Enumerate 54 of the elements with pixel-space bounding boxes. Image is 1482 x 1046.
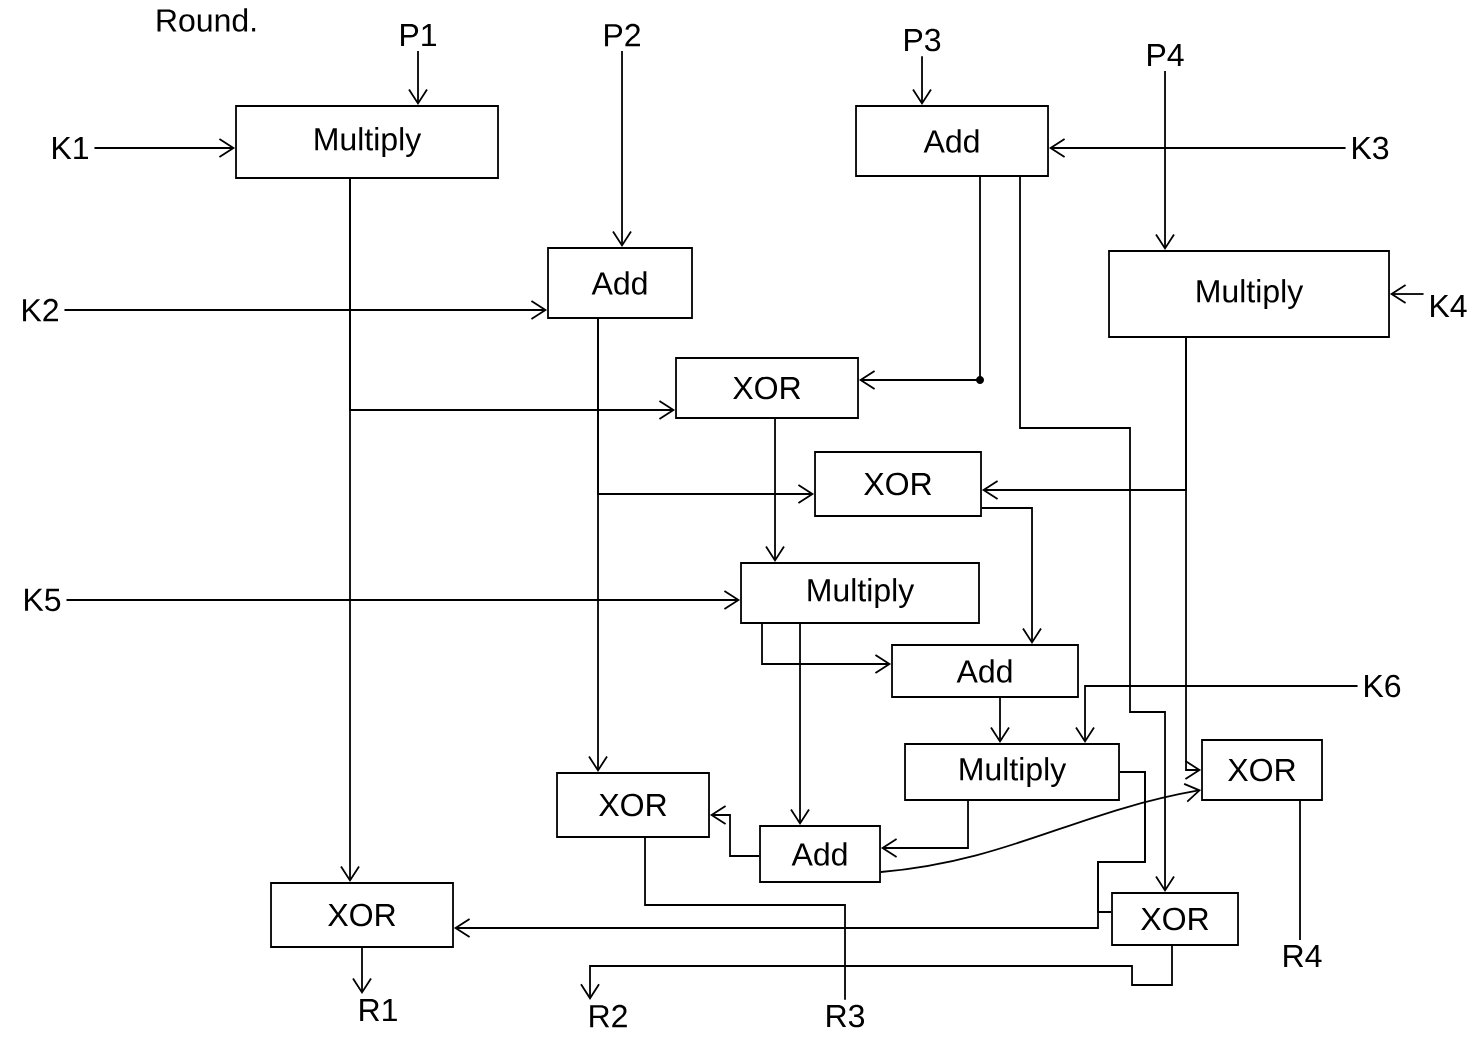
operation-box: XOR [814,451,982,517]
arrow [1389,284,1425,304]
arrow [65,590,741,610]
operation-box: Multiply [1108,250,1390,338]
arrow [1019,176,1175,893]
arrow [1075,685,1359,744]
operation-box: XOR [1111,892,1239,946]
signal-label: K1 [53,137,88,159]
signal-label: R1 [360,999,397,1021]
signal-label: R4 [1284,945,1322,967]
signal-label: K2 [23,298,58,322]
arrow [597,318,815,504]
arrow [858,176,981,390]
arrow [349,178,676,420]
arrow [1155,70,1175,251]
signal-label: P1 [401,24,436,46]
arrow [93,138,236,158]
signal-label: K4 [1431,295,1467,317]
signal-label: K5 [25,588,61,612]
arrow [1048,138,1347,158]
operation-box: Multiply [235,105,499,179]
operation-box: XOR [1201,739,1323,801]
arrow [408,50,428,106]
arrow [709,805,760,857]
arrow [912,55,932,106]
arrow [880,782,1202,873]
arrow [880,800,969,858]
arrow [761,623,892,674]
operation-box: Add [855,105,1049,177]
operation-box: Add [547,247,693,319]
arrow [1184,337,1202,780]
signal-label: P4 [1148,44,1184,66]
operation-box: XOR [675,357,859,419]
signal-label: K3 [1353,136,1389,160]
arrow [981,507,1042,645]
arrow [352,947,372,995]
signal-label: R3 [827,1004,865,1028]
arrow [765,418,785,563]
operation-box: XOR [270,882,454,948]
operation-box: Multiply [904,743,1120,801]
signal-label: P2 [605,23,640,47]
operation-box: XOR [556,772,710,838]
signal-label: R2 [590,1004,627,1028]
arrow [580,945,1173,1000]
operation-box: Multiply [740,562,980,624]
arrow [612,50,632,248]
signal-label: P3 [905,28,941,52]
operation-box: Add [891,644,1079,698]
arrow [990,697,1010,744]
signal-label: K6 [1365,674,1401,698]
operation-box: Add [759,825,881,883]
arrow [63,300,548,320]
arrow [790,623,810,826]
title: Round. [157,8,256,32]
